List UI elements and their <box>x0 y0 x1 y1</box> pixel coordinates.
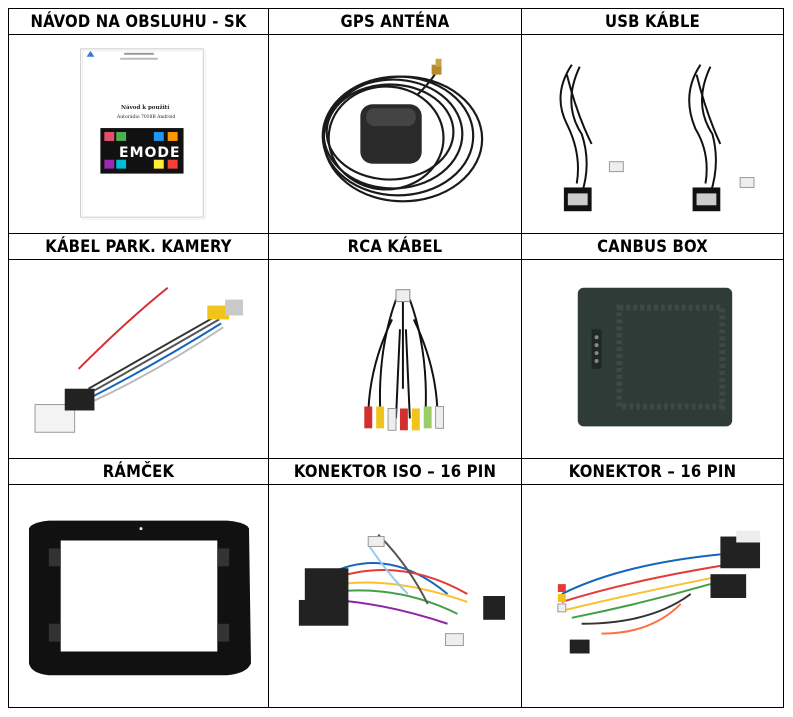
parking-camera-cable-image <box>8 259 269 459</box>
iso-connector-image <box>268 484 522 708</box>
frame-image <box>8 484 269 708</box>
manual-image: Návod k použití Autorádio 7018B Android … <box>8 34 269 234</box>
cell-title-gps: GPS ANTÉNA <box>268 8 522 35</box>
manual-cover-subtitle: Autorádio 7018B Android <box>117 115 176 120</box>
cell-title-rca: RCA KÁBEL <box>268 233 522 260</box>
cell-title-connector: KONEKTOR – 16 PIN <box>521 458 784 485</box>
canbus-box-image <box>521 259 784 459</box>
usb-cables-image <box>521 34 784 234</box>
cell-title-canbus: CANBUS BOX <box>521 233 784 260</box>
cell-title-frame: RÁMČEK <box>8 458 269 485</box>
rca-cable-image <box>268 259 522 459</box>
connector-16pin-image <box>521 484 784 708</box>
cell-title-usb: USB KÁBLE <box>521 8 784 35</box>
manual-cover-title: Návod k použití <box>121 105 170 111</box>
accessories-table: NÁVOD NA OBSLUHU - SK GPS ANTÉNA USB KÁB… <box>8 8 784 708</box>
gps-antenna-image <box>268 34 522 234</box>
manual-illustration <box>80 48 206 220</box>
cell-title-iso-connector: KONEKTOR ISO – 16 PIN <box>268 458 522 485</box>
cell-title-manual: NÁVOD NA OBSLUHU - SK <box>8 8 269 35</box>
manual-logo: EMODE <box>119 145 181 161</box>
cell-title-parking-camera: KÁBEL PARK. KAMERY <box>8 233 269 260</box>
